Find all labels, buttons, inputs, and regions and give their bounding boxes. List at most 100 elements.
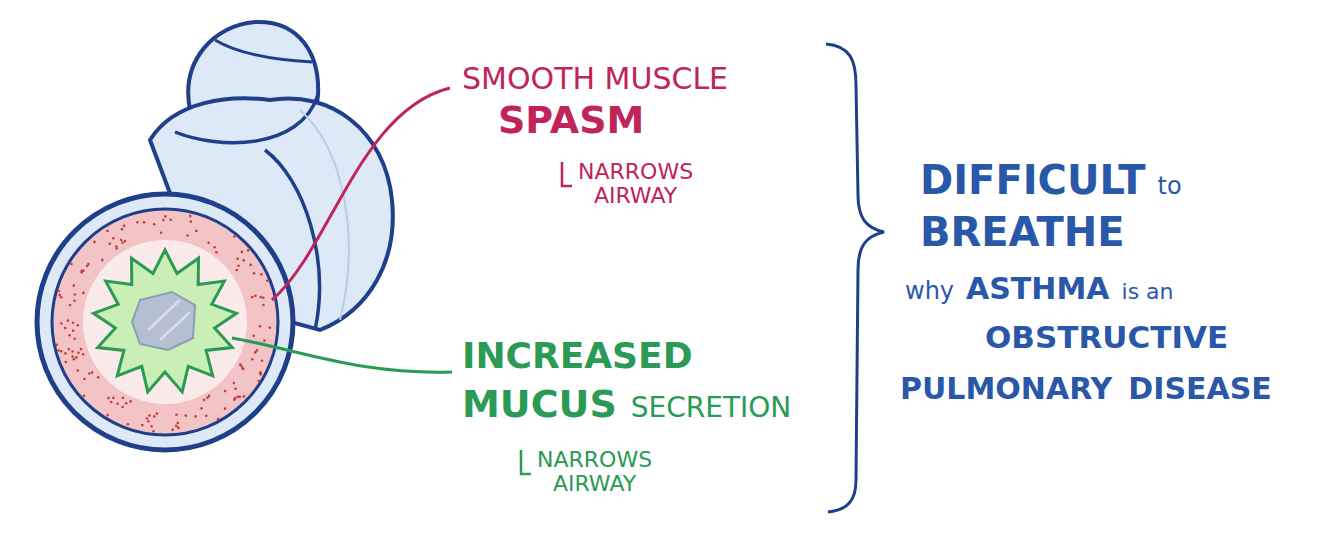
texture-dot [224,407,227,410]
texture-dot [72,330,75,333]
texture-dot [177,427,180,430]
label-word: to [1158,173,1182,199]
muscle-texture [55,215,271,433]
texture-dot [141,424,144,427]
texture-dot [236,269,239,272]
texture-dot [67,319,70,322]
texture-dot [68,334,71,337]
texture-dot [256,349,259,352]
texture-dot [269,326,272,329]
texture-dot [110,401,113,404]
texture-dot [83,395,86,398]
cartilage-ring [215,40,312,62]
texture-dot [60,296,63,299]
texture-dot [236,395,239,398]
mucus-layer [94,250,237,392]
texture-dot [83,378,86,381]
texture-dot [97,376,100,379]
texture-dot [125,402,128,405]
texture-dot [70,263,73,266]
label-row: DIFFICULTto [920,158,1182,202]
texture-dot [200,407,203,410]
texture-dot [263,339,266,342]
texture-dot [259,325,262,328]
texture-dot [186,234,189,237]
texture-dot [73,284,76,287]
texture-dot [106,230,109,233]
texture-dot [175,413,178,416]
texture-dot [177,422,180,425]
texture-dot [261,360,264,363]
texture-dot [164,215,167,218]
texture-dot [72,322,75,325]
curly-brace [826,44,884,512]
texture-dot [259,371,262,374]
cartilage-ring [175,95,318,143]
texture-dot [123,225,126,228]
texture-dot [156,412,159,415]
texture-dot [175,425,178,428]
texture-dot [160,232,163,235]
texture-dot [233,382,236,385]
texture-dot [73,358,76,361]
label-row: SPASM [498,100,644,142]
label-row: PULMONARY DISEASE [900,372,1272,405]
texture-dot [195,230,198,233]
texture-dot [247,249,250,252]
label-title: ASTHMA [966,272,1109,305]
texture-dot [185,414,188,417]
texture-dot [57,290,60,293]
texture-dot [65,361,68,364]
texture-dot [251,296,254,299]
texture-dot [203,399,206,402]
label-word: is an [1122,280,1174,304]
label-row: MUCUSSECRETION [462,384,791,426]
texture-dot [224,390,227,393]
texture-dot [240,364,243,367]
label-title: PULMONARY [900,372,1112,405]
airway-shading [300,110,349,320]
texture-dot [150,425,153,428]
texture-dot [80,270,83,273]
texture-dot [189,215,192,218]
texture-dot [257,380,260,383]
texture-dot [109,242,112,245]
texture-dot [249,264,252,267]
texture-dot [169,219,172,222]
texture-dot [205,414,208,417]
texture-dot [143,221,146,224]
texture-dot [64,327,67,330]
label-note: NARROWS AIRWAY [537,448,652,496]
texture-dot [116,402,119,405]
texture-dot [68,348,71,351]
texture-dot [239,396,242,399]
texture-dot [101,259,104,262]
label-title: DISEASE [1128,372,1271,405]
label-row: NARROWS AIRWAY [537,448,652,496]
texture-dot [153,223,156,226]
texture-dot [129,400,132,403]
texture-dot [64,352,67,355]
texture-dot [153,415,156,418]
texture-dot [242,368,245,371]
label-row: whyASTHMAis an [905,272,1174,305]
texture-dot [112,237,115,240]
texture-dot [69,304,72,307]
texture-dot [251,358,254,361]
texture-dot [57,349,60,352]
texture-dot [120,239,123,242]
mucosa-layer [83,240,247,404]
texture-dot [262,297,265,300]
texture-dot [60,322,63,325]
texture-dot [152,430,155,433]
texture-dot [243,395,246,398]
label-title: SPASM [498,100,644,142]
texture-dot [77,369,80,372]
texture-dot [237,265,240,268]
texture-dot [112,397,115,400]
texture-dot [147,420,150,423]
texture-dot [91,371,94,374]
label-row: SMOOTH MUSCLE [462,62,728,95]
texture-dot [234,397,237,400]
texture-dot [253,272,256,275]
